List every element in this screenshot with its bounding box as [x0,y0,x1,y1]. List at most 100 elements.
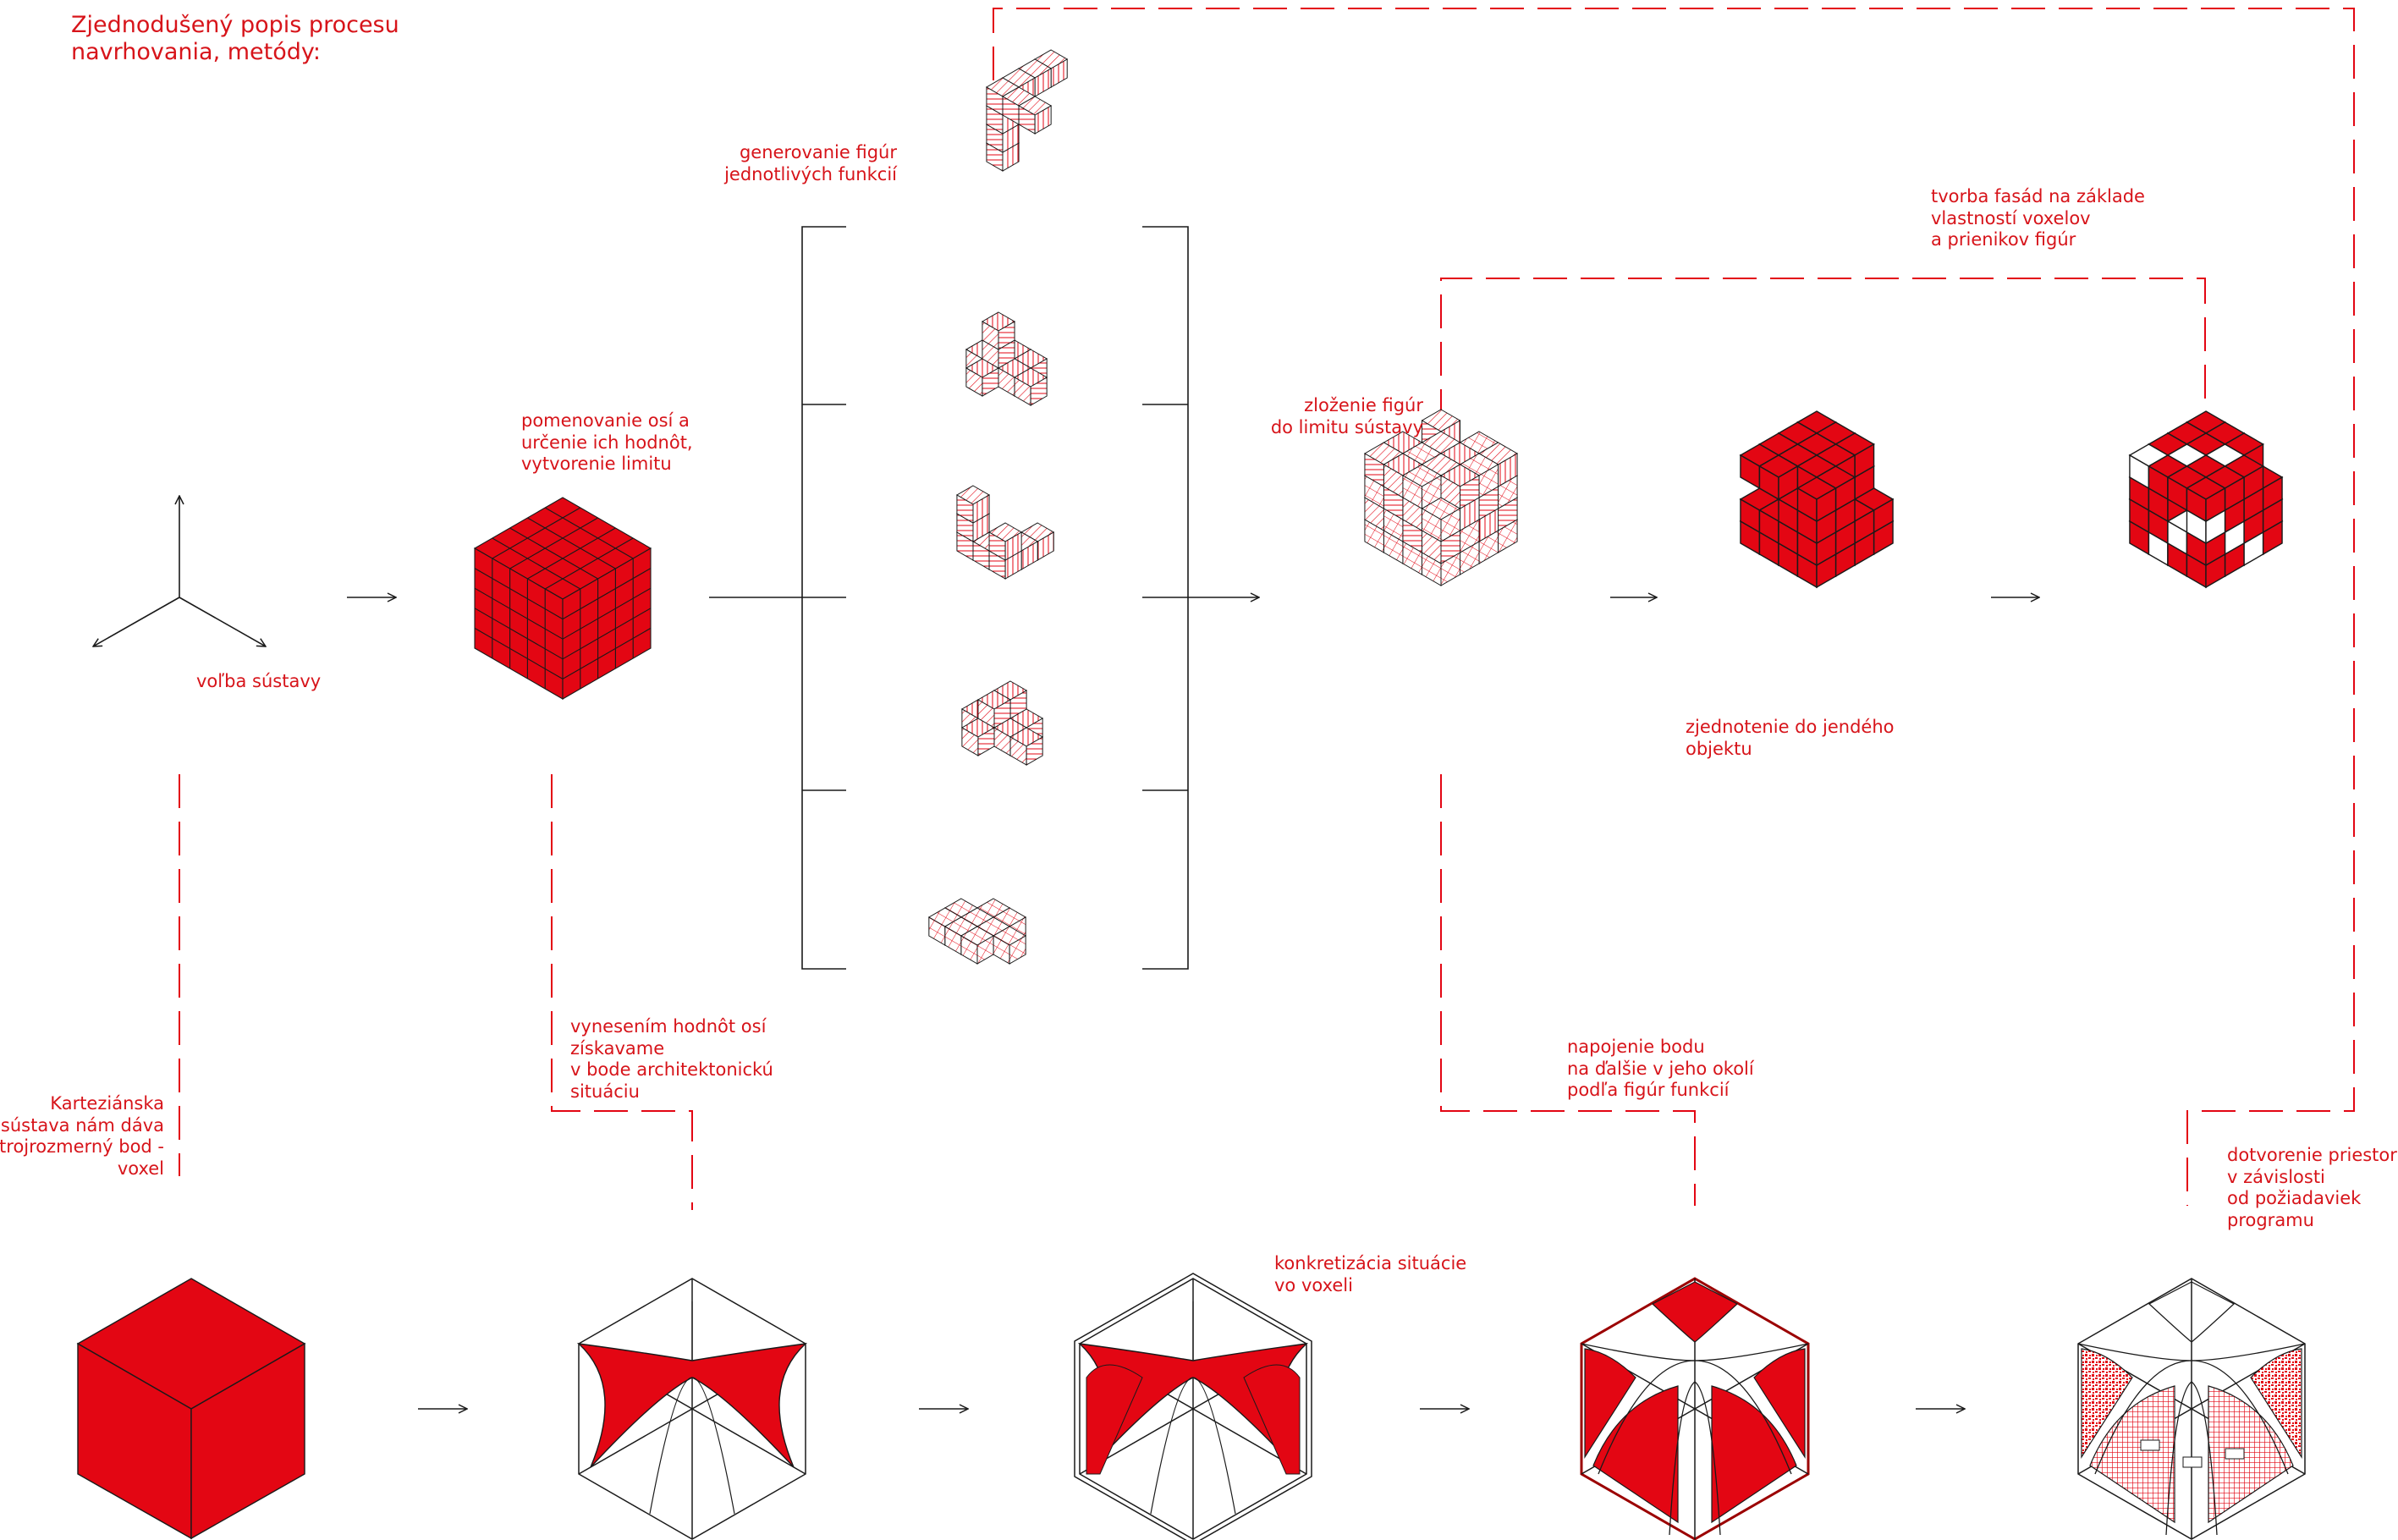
voxel-right [2205,487,2226,523]
vault-web-left [1584,1348,1636,1460]
label-pomenovanie: pomenovanie osí a určenie ich hodnôt, vy… [521,410,693,476]
label-zjednotenie: zjednotenie do jendého objektu [1686,717,1894,760]
facade-object [2128,410,2284,589]
label-line: trojrozmerný bod - [0,1136,164,1157]
vault-edge [691,1408,806,1475]
vault-web-right [2250,1348,2302,1460]
label-kartezianska: Karteziánska sústava nám dáva trojrozmer… [0,1093,164,1180]
label-line: v bode architektonickú [570,1059,773,1080]
voxel-right [1004,531,1022,561]
voxel-right [1034,105,1052,135]
vault-wire-cube [576,1278,808,1540]
vault-outer-frame [1074,1273,1312,1540]
vault-rib [649,1377,735,1515]
voxel-right [1440,508,1461,542]
label-line: a prienikov figúr [1931,229,2076,250]
label-line: objektu [1686,738,1752,759]
vault-bay-left [2089,1385,2175,1524]
label-line: Karteziánska [50,1093,164,1114]
furniture-table [2225,1448,2245,1460]
vault-rib [1598,1360,1792,1475]
grid-line [527,527,616,580]
connector-limit-to-vault [551,774,693,1210]
label-line: situáciu [570,1081,640,1102]
label-line: zloženie figúr [1304,395,1423,415]
label-dotvorenie: dotvorenie priestoru v závislosti od pož… [2227,1145,2398,1231]
vault-connection-cube [1580,1277,1810,1540]
diagram-title: Zjednodušený popis procesu navrhovania, … [71,12,399,66]
limit-grid-cube [473,497,652,700]
grid-line [544,537,634,590]
function-figures [927,49,1069,965]
vault-pier [1086,1364,1143,1475]
assembled-figures [1363,409,1519,586]
voxel-right [1009,935,1026,965]
title-line-2: navrhovania, metódy: [71,39,322,65]
label-line: dotvorenie priestoru [2227,1145,2398,1165]
label-line: vo voxeli [1274,1274,1353,1295]
grid-line [474,627,564,679]
figure-2 [965,311,1048,406]
vault-edge [578,1408,693,1475]
label-generovanie: generovanie figúr jednotlivých funkcií [724,142,897,185]
figure-4 [960,680,1044,766]
label-line: napojenie bodu [1567,1037,1705,1057]
vault-space-cube [2077,1278,2306,1540]
voxel-right [1030,377,1048,406]
connector-outer-loop [993,8,2355,1206]
grid-line [562,627,652,679]
figure-3 [955,485,1055,580]
connector-assembly-to-connection [1440,774,1696,1206]
bracket-right [1142,226,1189,970]
voxel-right [993,699,1011,729]
label-line: voxel [117,1158,164,1179]
figure-brackets [709,226,1189,970]
title-line-1: Zjednodušený popis procesu [71,12,399,38]
voxel-right [977,727,995,756]
voxel-right [982,367,999,397]
vault-pier [1243,1364,1301,1475]
grid-line [527,517,616,569]
label-line: voľba sústavy [196,671,322,691]
figure-5 [927,898,1027,965]
label-tvorba-fasad: tvorba fasád na základe vlastností voxel… [1931,186,2145,251]
label-line: jednotlivých funkcií [724,163,897,184]
label-konkretizacia: konkretizácia situácie vo voxeli [1274,1253,1466,1296]
voxel-right [1460,475,1480,509]
label-line: generovanie figúr [739,142,897,162]
grid-line [562,587,652,640]
label-line: pomenovanie osí a [521,410,690,431]
label-line: zjednotenie do jendého [1686,717,1895,737]
grid-line [544,507,634,559]
grid-line [492,507,581,559]
red-voxel-cube [76,1278,306,1540]
grid-line [474,608,564,660]
vault-rib [2094,1360,2289,1475]
furniture-table [2140,1439,2160,1451]
voxel-right [1816,487,1837,523]
grid-line [509,517,598,569]
grid-line [562,608,652,660]
label-vynesenim: vynesením hodnôt osí získavame v bode ar… [570,1016,773,1103]
bracket-left [709,226,846,970]
vault-rib [1669,1381,1721,1536]
furniture-table [2182,1456,2203,1468]
voxel-right [1026,736,1043,766]
label-line: konkretizácia situácie [1274,1253,1467,1273]
grid-line [474,587,564,640]
label-line: sústava nám dáva [0,1114,164,1136]
vault-bay-right [1711,1385,1797,1524]
label-line: od požiadaviek [2227,1188,2362,1208]
label-line: tvorba fasád na základe [1931,186,2145,206]
grid-line [492,537,581,590]
label-zlozenie: zloženie figúr do limitu sústavy [1271,395,1423,438]
label-line: vlastností voxelov [1931,207,2091,228]
label-volba-sustavy: voľba sústavy [196,671,321,693]
voxel-right [972,494,990,524]
label-line: programu [2227,1209,2314,1230]
process-arrows [347,597,2039,1409]
vault-web-left [2081,1348,2133,1460]
label-line: podľa figúr funkcií [1567,1080,1730,1100]
label-line: získavame [570,1037,665,1059]
vault-rib [1150,1377,1236,1515]
